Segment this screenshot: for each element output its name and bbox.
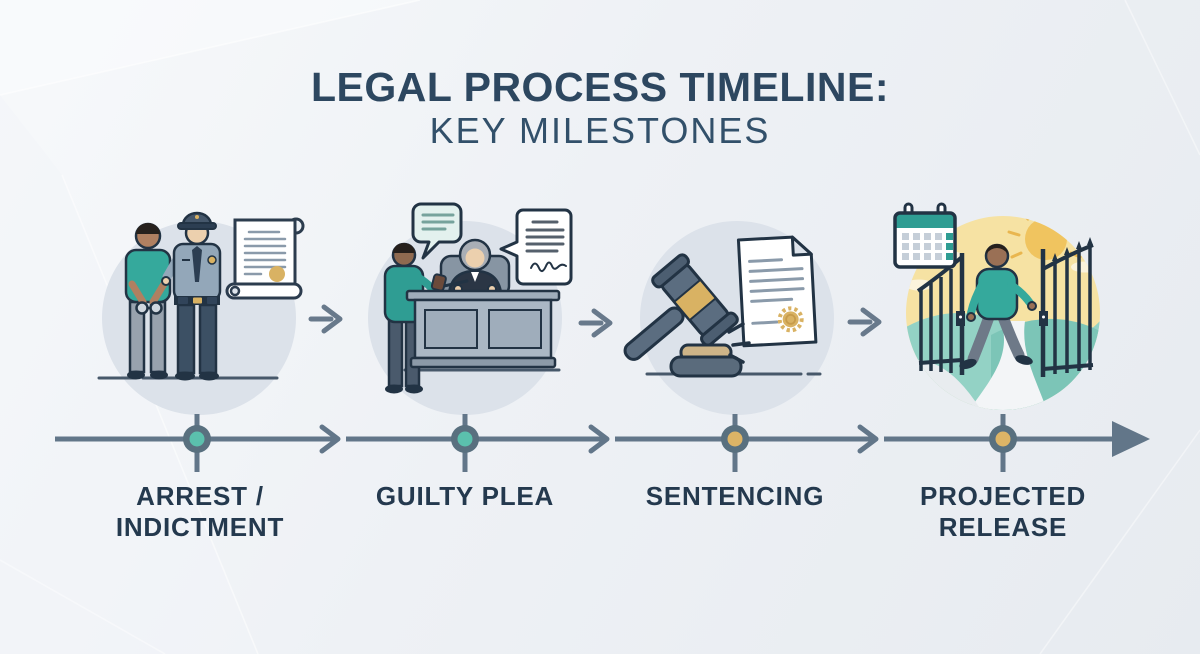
- milestone-dot-3: [721, 425, 749, 453]
- badge-icon: [207, 255, 217, 265]
- milestone-4-illustration: [883, 193, 1123, 433]
- calendar-grid: [902, 233, 953, 260]
- step-arrow-icon-2: [578, 308, 613, 338]
- milestone-dot-1: [183, 425, 211, 453]
- timeline-chevron-1: [319, 424, 341, 454]
- left-gate-icon: [916, 253, 965, 375]
- step-arrow-icon-3: [847, 307, 882, 337]
- timeline-axis: [55, 414, 1150, 472]
- title-line-2: KEY MILESTONES: [429, 110, 771, 151]
- police-cap-icon: [177, 211, 217, 230]
- duty-belt: [174, 296, 220, 305]
- timeline-chevron-2: [588, 424, 610, 454]
- calendar-icon: [893, 202, 957, 269]
- arrested-person-figure: [124, 222, 172, 380]
- step-arrow-icon-1: [308, 304, 343, 334]
- background-line: [0, 559, 166, 654]
- milestone-label-projected-release: PROJECTED RELEASE: [919, 481, 1087, 542]
- background-line: [1039, 429, 1200, 654]
- document-text-lines: [243, 230, 287, 276]
- released-person-figure: [959, 243, 1037, 370]
- sentencing-document-icon: [736, 235, 818, 348]
- milestone-1-illustration: [79, 198, 319, 438]
- document-text-lines: [748, 258, 805, 325]
- cloud: [1071, 261, 1099, 273]
- plea-document-bubble-icon: [499, 208, 573, 286]
- police-officer-figure: [161, 211, 222, 381]
- milestone-dot-2: [451, 425, 479, 453]
- gavel-icon: [623, 253, 739, 361]
- milestone-2-illustration: [345, 198, 585, 438]
- signature-scribble: [530, 261, 567, 272]
- milestone-label-arrest-indictment: ARREST / INDICTMENT: [115, 481, 285, 542]
- walkway-path: [969, 321, 1047, 410]
- speech-text-lines: [421, 213, 455, 231]
- page-title: LEGAL PROCESS TIMELINE: KEY MILESTONES: [0, 64, 1200, 152]
- document-text-lines: [525, 220, 565, 253]
- right-gate-icon: [1039, 237, 1094, 377]
- impact-lines: [727, 322, 751, 364]
- handcuffs-icon: [135, 301, 163, 315]
- background-line: [1124, 0, 1200, 156]
- indictment-scroll-icon: [225, 217, 305, 300]
- speech-bubble-icon: [411, 202, 463, 260]
- milestone-label-guilty-plea: GUILTY PLEA: [375, 481, 555, 511]
- judge-bench: [405, 289, 561, 369]
- background-line: [0, 0, 421, 96]
- sound-block-icon: [669, 343, 743, 378]
- background-line: [61, 174, 259, 654]
- timeline-chevron-3: [857, 424, 879, 454]
- gold-seal: [777, 306, 804, 333]
- necktie: [192, 246, 202, 282]
- milestone-3-illustration: [617, 198, 857, 438]
- gold-seal: [269, 266, 285, 282]
- milestone-dot-4: [989, 425, 1017, 453]
- milestone-label-sentencing: SENTENCING: [645, 481, 825, 511]
- timeline-arrowhead: [1112, 421, 1150, 457]
- title-line-1: LEGAL PROCESS TIMELINE:: [311, 64, 889, 110]
